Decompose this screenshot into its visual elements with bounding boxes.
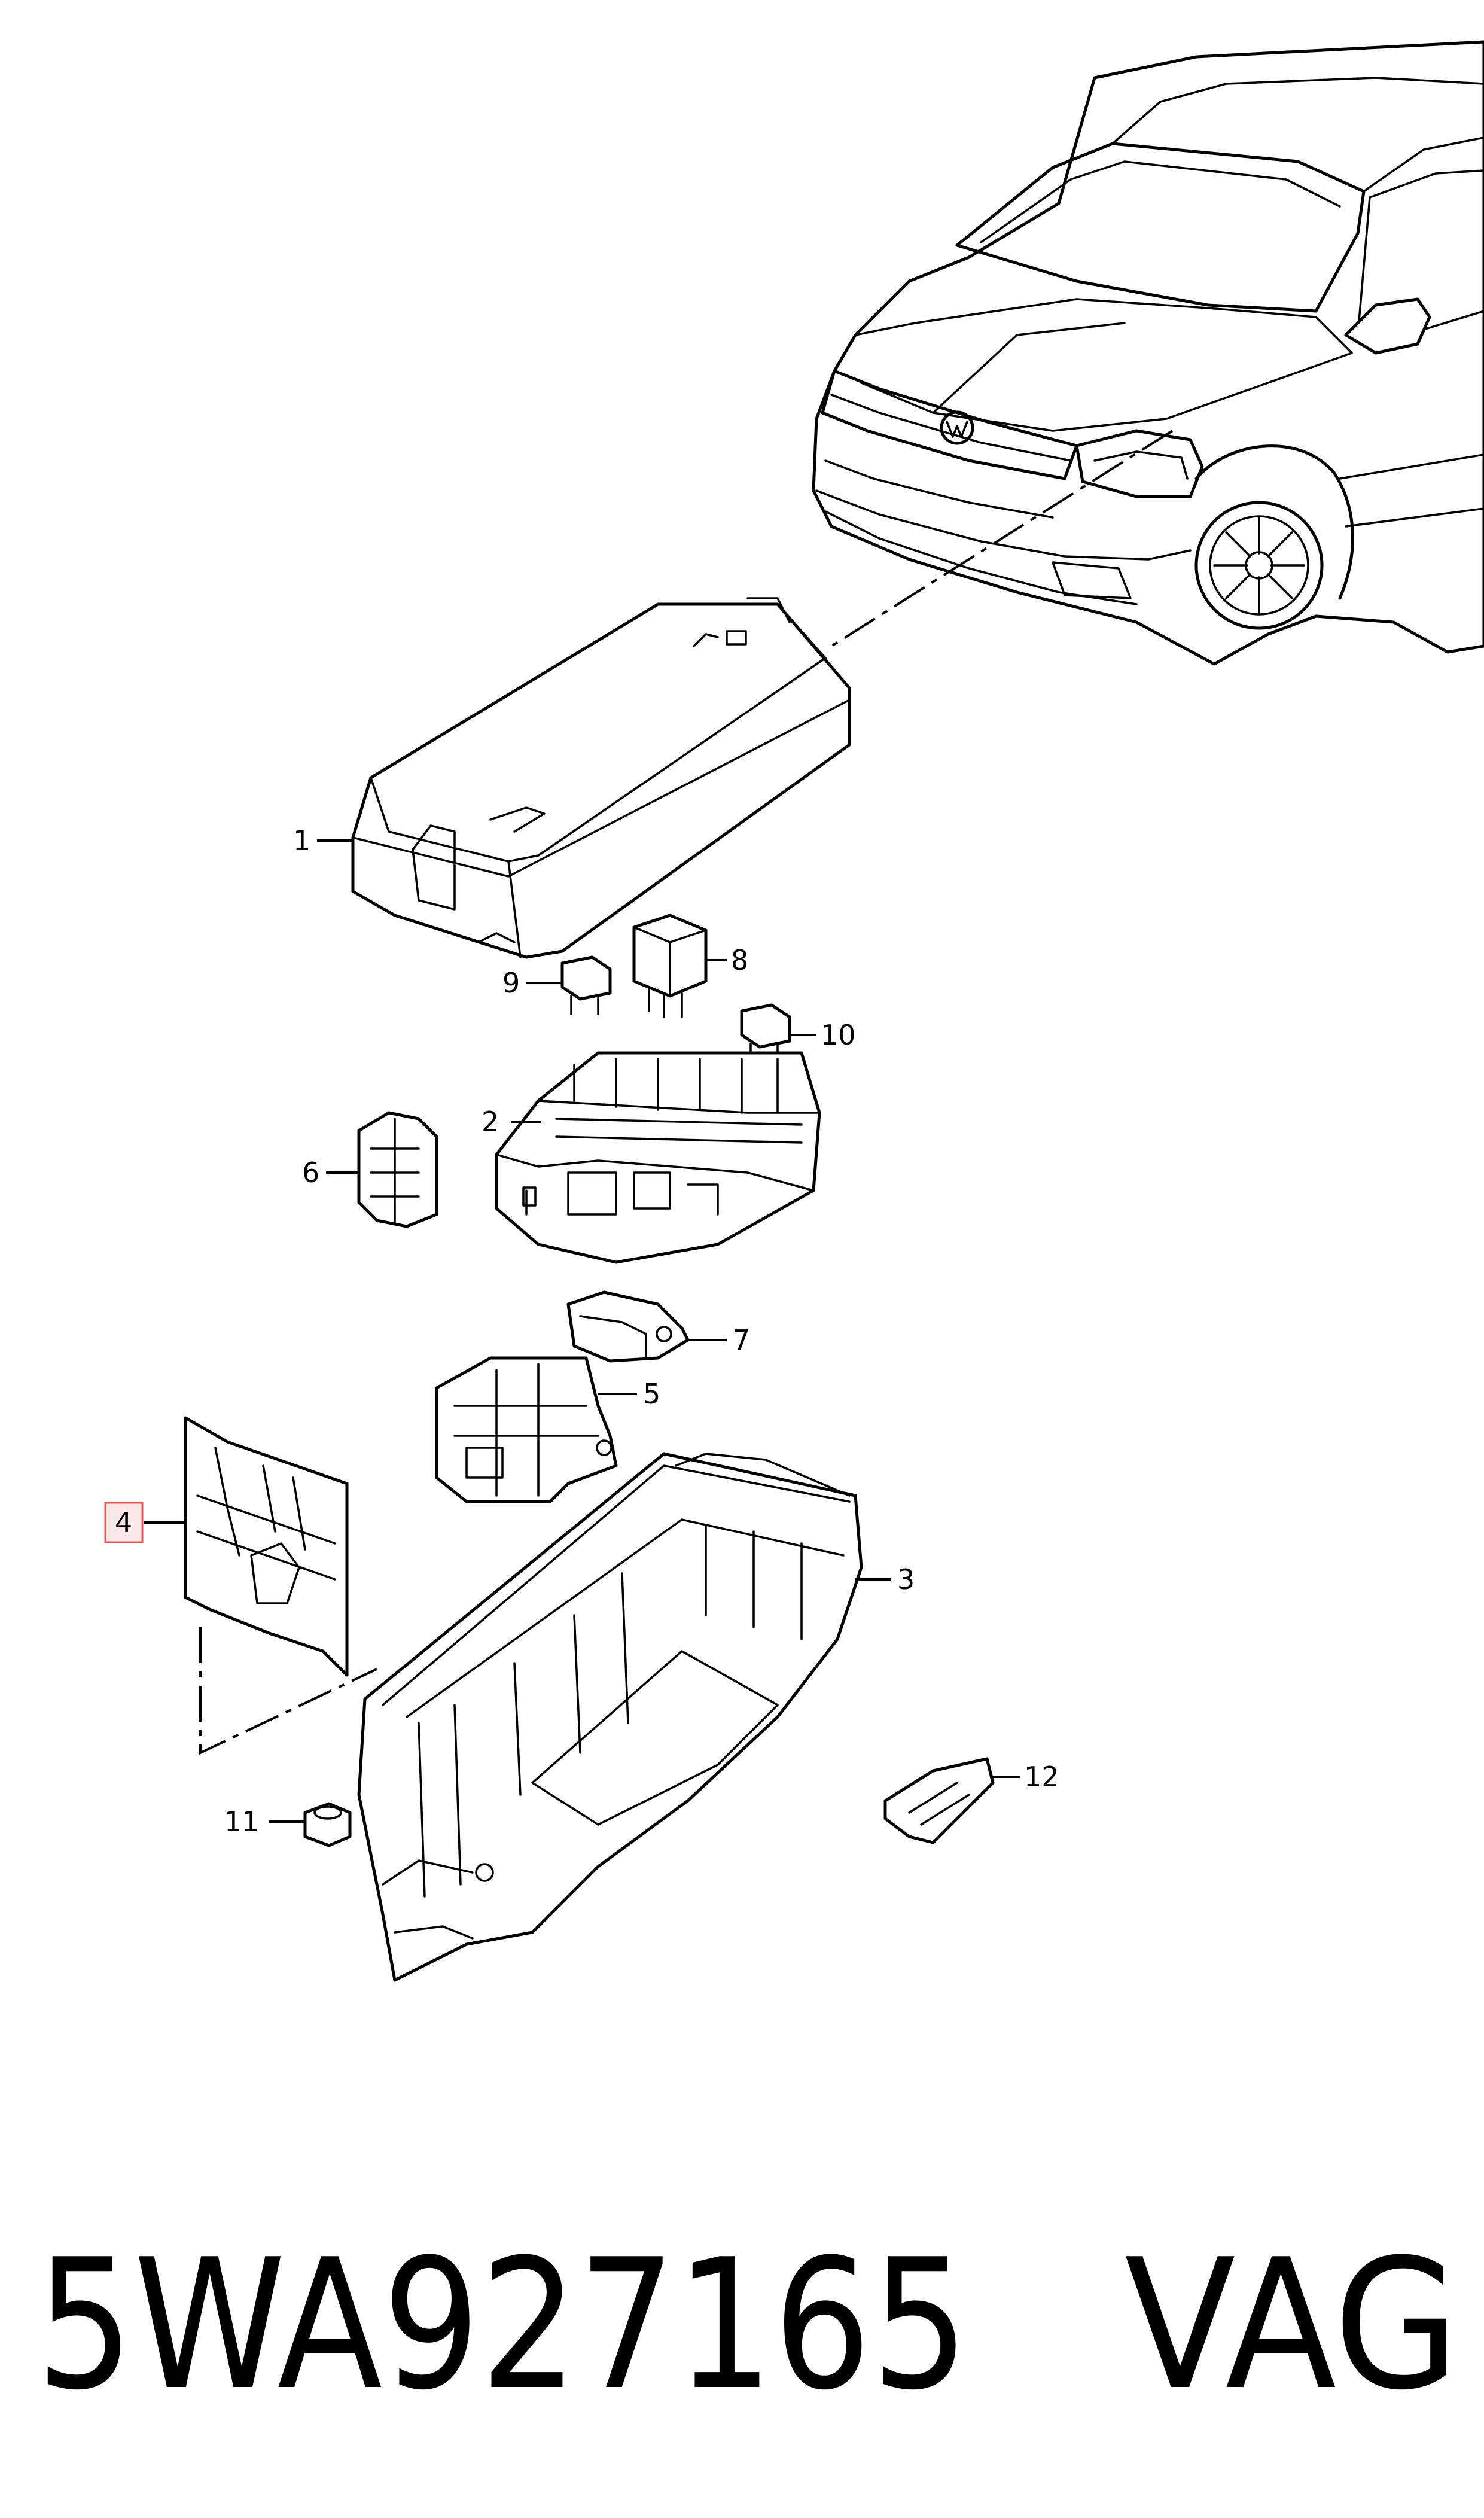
- callout-4-highlight: [104, 1502, 144, 1543]
- blade-fuse-large: [740, 1003, 791, 1063]
- callout-12: 12: [1024, 1761, 1059, 1793]
- retaining-clip: [883, 1757, 995, 1844]
- blade-fuse-small: [560, 955, 612, 1015]
- callout-4: 4: [115, 1506, 132, 1539]
- callout-1: 1: [293, 824, 310, 857]
- callout-9: 9: [502, 967, 520, 999]
- callout-5: 5: [643, 1378, 660, 1410]
- relay: [632, 914, 708, 1018]
- callout-3: 3: [897, 1563, 915, 1596]
- locator-line-cover-plate: [199, 1627, 377, 1755]
- callout-6: 6: [302, 1156, 319, 1189]
- mounting-clip: [357, 1111, 438, 1228]
- fuse-box-cover: [351, 597, 851, 959]
- callout-11: 11: [224, 1805, 260, 1838]
- side-cover-plate: [184, 1416, 349, 1677]
- vehicle-illustration: [812, 40, 1484, 666]
- relay-plate: [435, 1356, 618, 1503]
- fuse-carrier: [495, 1051, 821, 1264]
- lower-housing: [357, 1452, 863, 1982]
- hex-nut: [303, 1802, 352, 1847]
- callout-10: 10: [821, 1019, 856, 1051]
- brand-name: VAG: [1125, 2221, 1459, 2429]
- leader-lines: [144, 839, 1020, 1823]
- locator-line: [830, 430, 1174, 647]
- callout-8: 8: [731, 944, 748, 976]
- terminal-bracket: [566, 1290, 690, 1363]
- callout-7: 7: [733, 1324, 750, 1356]
- part-number: 5WA927165: [36, 2221, 969, 2429]
- callout-2: 2: [482, 1106, 499, 1138]
